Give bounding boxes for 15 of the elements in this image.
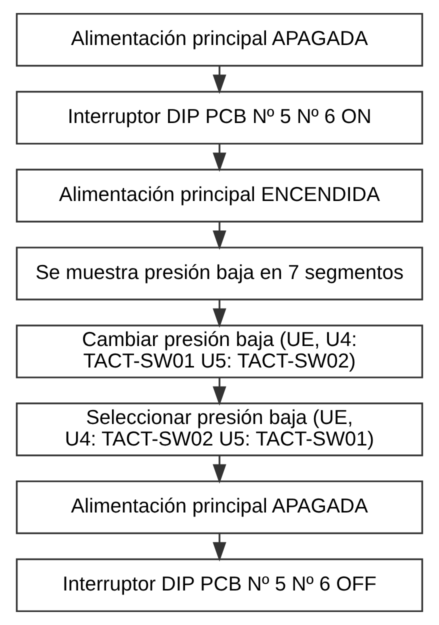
node-box: Se muestra presión baja en 7 segmentos — [16, 246, 424, 300]
node-box: Alimentación principal APAGADA — [16, 12, 424, 67]
arrow — [212, 300, 226, 328]
arrow — [212, 455, 226, 484]
node-box: Seleccionar presión baja (UE, U4: TACT-SW02 U5: TACT-SW01) — [16, 402, 424, 456]
arrow — [212, 66, 226, 94]
node-box: Cambiar presión baja (UE, U4: TACT-SW01 U5: TACT-SW02) — [16, 324, 424, 378]
arrow — [212, 377, 226, 406]
arrow — [212, 144, 226, 172]
node-box: Interruptor DIP PCB Nº 5 Nº 6 OFF — [16, 558, 424, 612]
arrow — [212, 222, 226, 250]
node-box: Alimentación principal APAGADA — [16, 480, 424, 534]
node-box: Alimentación principal ENCENDIDA — [16, 168, 424, 222]
node-box: Interruptor DIP PCB Nº 5 Nº 6 ON — [16, 90, 424, 145]
arrow — [212, 533, 226, 562]
